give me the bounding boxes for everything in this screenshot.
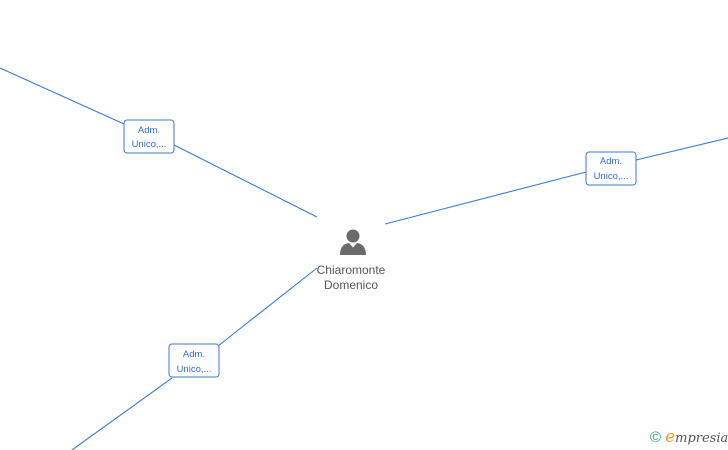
edge-label-box <box>168 343 220 378</box>
edges <box>0 67 728 450</box>
edge-label[interactable]: Adm. Unico,... <box>123 119 175 154</box>
brand-logo-initial: e <box>665 427 676 447</box>
edge-label-line1: Adm. <box>183 349 205 360</box>
person-name-line1: Chiaromonte <box>317 263 386 277</box>
edge-top-left-inner <box>173 144 318 218</box>
edge-label-line1: Adm. <box>138 125 160 136</box>
edge-label-line2: Unico,... <box>132 139 167 150</box>
edge-bottom-left-outer <box>71 377 173 450</box>
edge-label-line2: Unico,... <box>594 171 629 182</box>
edge-right-outer <box>635 137 728 161</box>
person-node[interactable]: Chiaromonte Domenico <box>317 229 386 293</box>
edge-label-box <box>585 151 637 186</box>
person-name-line2: Domenico <box>324 278 378 292</box>
edge-right-inner <box>384 171 587 225</box>
edge-label-line2: Unico,... <box>177 364 212 375</box>
edge-label-line1: Adm. <box>600 156 622 167</box>
edge-label[interactable]: Adm. Unico,... <box>585 151 637 186</box>
copyright-icon: © <box>650 429 662 446</box>
brand-watermark: © empresia <box>650 428 728 448</box>
edge-label-box <box>123 119 175 154</box>
brand-logo: empresia <box>665 428 728 448</box>
person-icon <box>340 229 366 255</box>
edge-top-left-outer <box>0 67 125 125</box>
edge-label[interactable]: Adm. Unico,... <box>168 343 220 378</box>
edge-bottom-left-inner <box>217 267 318 347</box>
brand-logo-text: mpresia <box>675 431 728 446</box>
